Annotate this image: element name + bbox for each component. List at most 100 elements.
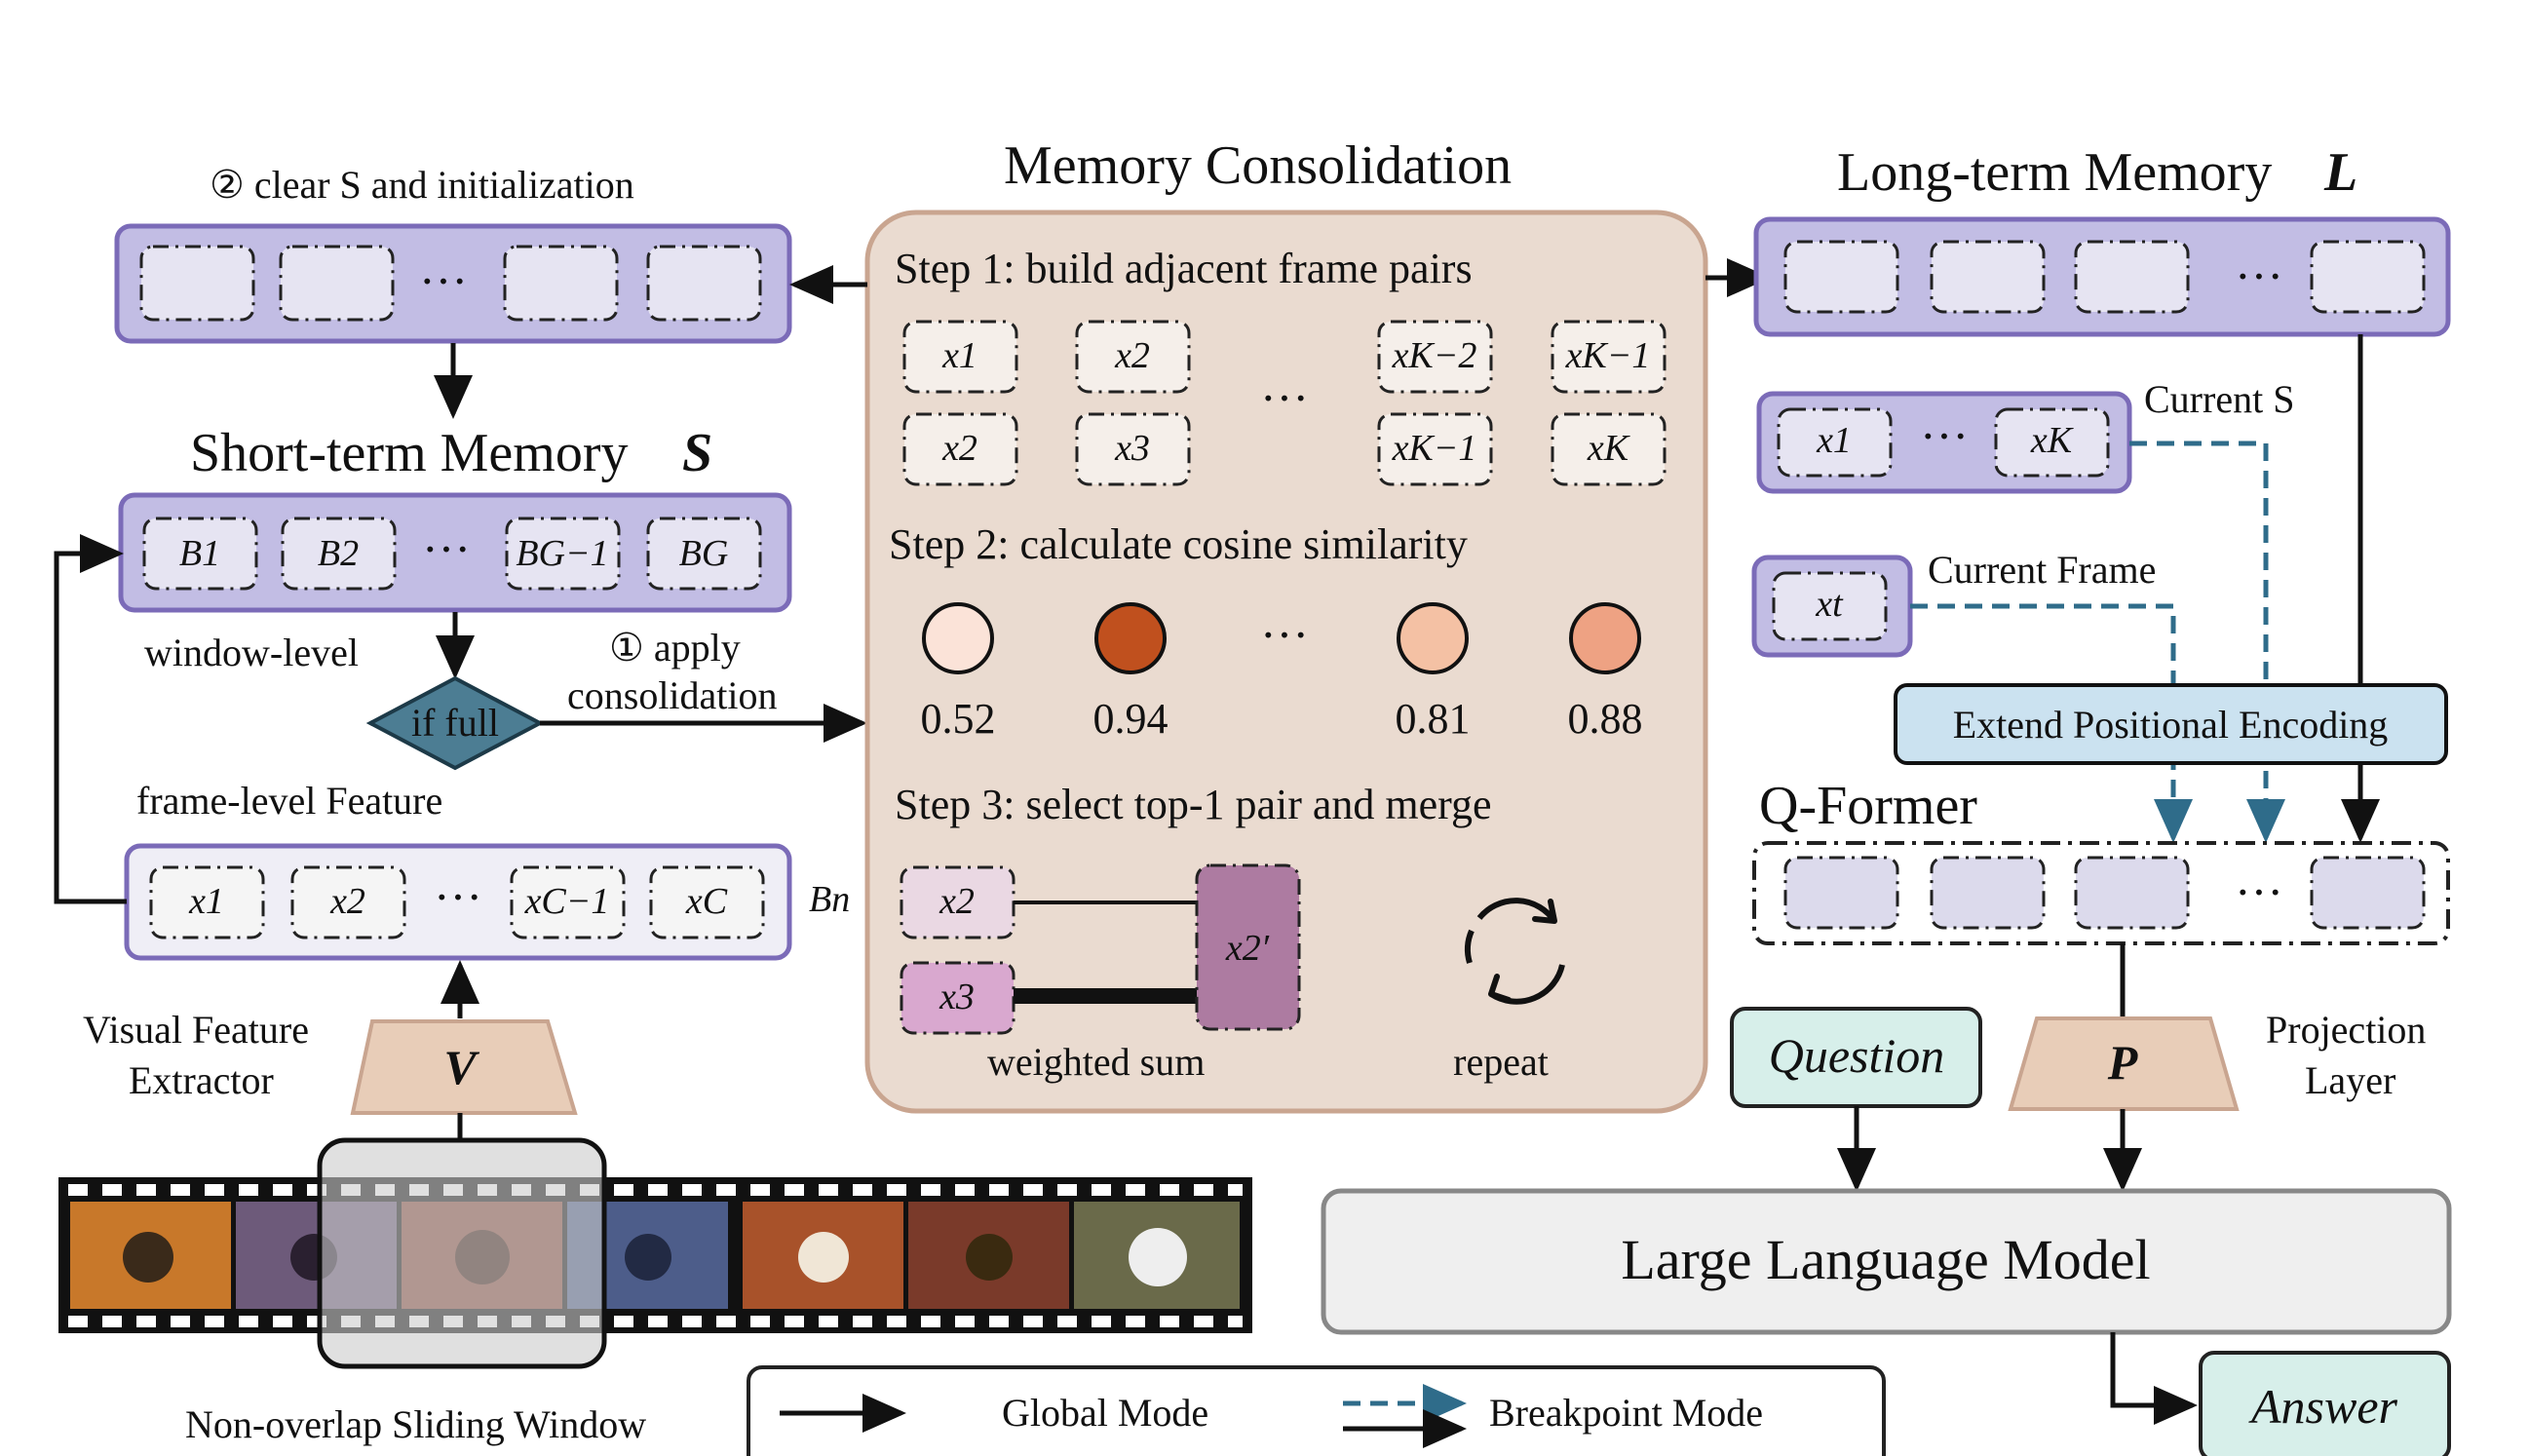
pair-bottom-item: xK	[1587, 428, 1630, 469]
if-full-label: if full	[411, 701, 499, 745]
pair-bottom-item: x3	[1114, 428, 1150, 469]
sliding-window-caption: Non-overlap Sliding Window	[185, 1402, 646, 1446]
frame-slot	[149, 865, 265, 939]
long-term-title: Long-term Memory	[1837, 142, 2272, 203]
frame-item: x2	[329, 881, 365, 922]
frame-item: xC	[685, 881, 728, 922]
pair-bottom-item: xK−1	[1392, 428, 1477, 469]
step-2: Step 2: calculate cosine similarity	[889, 520, 1468, 568]
projection-label-2: Layer	[2305, 1058, 2395, 1102]
qformer-slot	[2310, 856, 2426, 930]
question-label: Question	[1769, 1028, 1945, 1083]
pair-slot	[1075, 320, 1191, 394]
pair-slot	[1075, 412, 1191, 486]
window-slot	[142, 517, 258, 591]
frame-slot	[290, 865, 406, 939]
pair-slot	[1377, 320, 1493, 394]
short-term-title: Short-term Memory	[190, 423, 628, 483]
current-frame-item: xt	[1815, 584, 1844, 625]
current-s-label: Current S	[2144, 377, 2294, 421]
merged-item: x2′	[1225, 928, 1270, 969]
video-film-strip	[58, 1177, 1252, 1333]
frame-item: x1	[188, 881, 224, 922]
pair-top-item: xK−1	[1565, 335, 1651, 376]
current-s-slot	[1777, 407, 1893, 478]
similarity-score: 0.52	[921, 695, 996, 743]
repeat-label: repeat	[1453, 1040, 1549, 1084]
extend-positional-encoding	[1894, 683, 2448, 765]
answer-label: Answer	[2248, 1379, 2398, 1434]
frame-slot	[510, 865, 626, 939]
step-1: Step 1: build adjacent frame pairs	[895, 245, 1473, 292]
ellipsis: ···	[2235, 249, 2283, 303]
similarity-circle	[1569, 602, 1641, 674]
current-s-item: xK	[2030, 420, 2074, 461]
llm-label: Large Language Model	[1621, 1228, 2150, 1291]
clear-initialization-note: ② clear S and initialization	[210, 163, 634, 207]
extend-positional-encoding-label: Extend Positional Encoding	[1953, 703, 2389, 747]
merge-input: x2	[939, 881, 975, 922]
legend-box	[747, 1365, 1886, 1456]
empty-slot	[279, 245, 395, 322]
window-slot	[281, 517, 397, 591]
frame-slot	[649, 865, 765, 939]
breakpoint-arrow-current-s	[2129, 441, 2285, 843]
ellipsis: ···	[434, 869, 482, 924]
long-term-slot	[1783, 240, 1899, 314]
qformer-slot	[1930, 856, 2046, 930]
pair-top-item: x1	[941, 335, 977, 376]
projection-label-1: Projection	[2266, 1008, 2426, 1052]
ellipsis: ···	[1260, 607, 1309, 662]
empty-slot	[646, 245, 762, 322]
pair-slot	[902, 412, 1018, 486]
visual-feature-extractor	[350, 1019, 578, 1115]
ellipsis: ···	[422, 521, 471, 576]
ellipsis: ···	[2235, 864, 2283, 919]
arrow-llm-to-answer	[2110, 1332, 2198, 1425]
projection-symbol: P	[2107, 1035, 2138, 1090]
window-level-label: window-level	[144, 631, 359, 674]
pair-top-item: x2	[1114, 335, 1150, 376]
legend-global-label: Global Mode	[1002, 1391, 1208, 1435]
qformer-slot	[2074, 856, 2190, 930]
current-s-slot	[1994, 407, 2110, 478]
window-item: BG	[679, 533, 729, 574]
window-item: B2	[318, 533, 359, 574]
consolidation-title: Memory Consolidation	[1004, 135, 1512, 196]
current-frame-slot	[1772, 571, 1888, 641]
arrow-frame-to-window	[54, 534, 127, 904]
pair-slot	[1551, 320, 1667, 394]
long-term-slot	[2074, 240, 2190, 314]
window-slot	[505, 517, 621, 591]
pair-top-item: xK−2	[1392, 335, 1477, 376]
extractor-label-1: Visual Feature	[83, 1008, 309, 1052]
pair-slot	[902, 320, 1018, 394]
similarity-circle	[1397, 602, 1469, 674]
projection-layer	[2008, 1016, 2240, 1111]
similarity-circle	[922, 602, 994, 674]
ellipsis: ···	[1920, 408, 1969, 463]
short-term-symbol: S	[682, 423, 712, 483]
step-3: Step 3: select top-1 pair and merge	[895, 781, 1492, 828]
extractor-label-2: Extractor	[129, 1058, 274, 1102]
long-term-symbol: L	[2323, 142, 2357, 203]
long-term-slot	[2310, 240, 2426, 314]
similarity-circle	[1094, 602, 1167, 674]
consolidation-label: consolidation	[567, 673, 778, 717]
ellipsis: ···	[419, 253, 468, 308]
extractor-symbol: V	[443, 1040, 479, 1094]
qformer-slot	[1783, 856, 1899, 930]
merge-input: x3	[939, 977, 975, 1017]
similarity-score: 0.81	[1396, 695, 1471, 743]
window-slot	[646, 517, 762, 591]
merged-slot	[1195, 863, 1301, 1031]
long-term-slot	[1930, 240, 2046, 314]
window-item: B1	[179, 533, 220, 574]
apply-label: ① apply	[609, 626, 741, 670]
pair-slot	[1377, 412, 1493, 486]
similarity-score: 0.88	[1568, 695, 1643, 743]
pair-bottom-item: x2	[941, 428, 977, 469]
pair-slot	[1551, 412, 1667, 486]
current-s-item: x1	[1816, 420, 1852, 461]
